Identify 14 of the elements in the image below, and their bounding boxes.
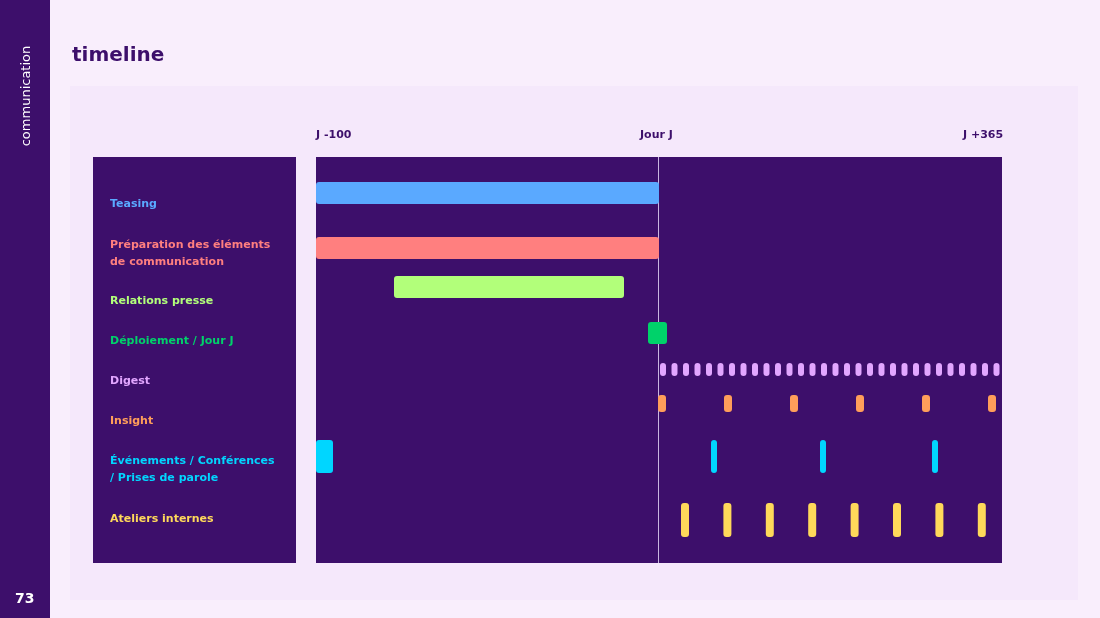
row-label: Insight bbox=[110, 413, 155, 429]
row-label: Événements / Conférences / Prises de parole bbox=[110, 453, 275, 486]
page-number: 73 bbox=[15, 590, 35, 606]
row-label: Relations presse bbox=[110, 293, 215, 309]
axis-tick-label: J +365 bbox=[963, 128, 1004, 141]
row-label: Déploiement / Jour J bbox=[110, 333, 235, 349]
row-label: Ateliers internes bbox=[110, 511, 215, 527]
axis-tick-label: Jour J bbox=[640, 128, 673, 141]
row-label: Teasing bbox=[110, 196, 158, 212]
page-title: timeline bbox=[72, 42, 165, 66]
row-label: Préparation des éléments de communication bbox=[110, 237, 272, 270]
axis-tick-label: J -100 bbox=[316, 128, 352, 141]
row-label: Digest bbox=[110, 373, 152, 389]
section-name: communication bbox=[17, 45, 33, 147]
